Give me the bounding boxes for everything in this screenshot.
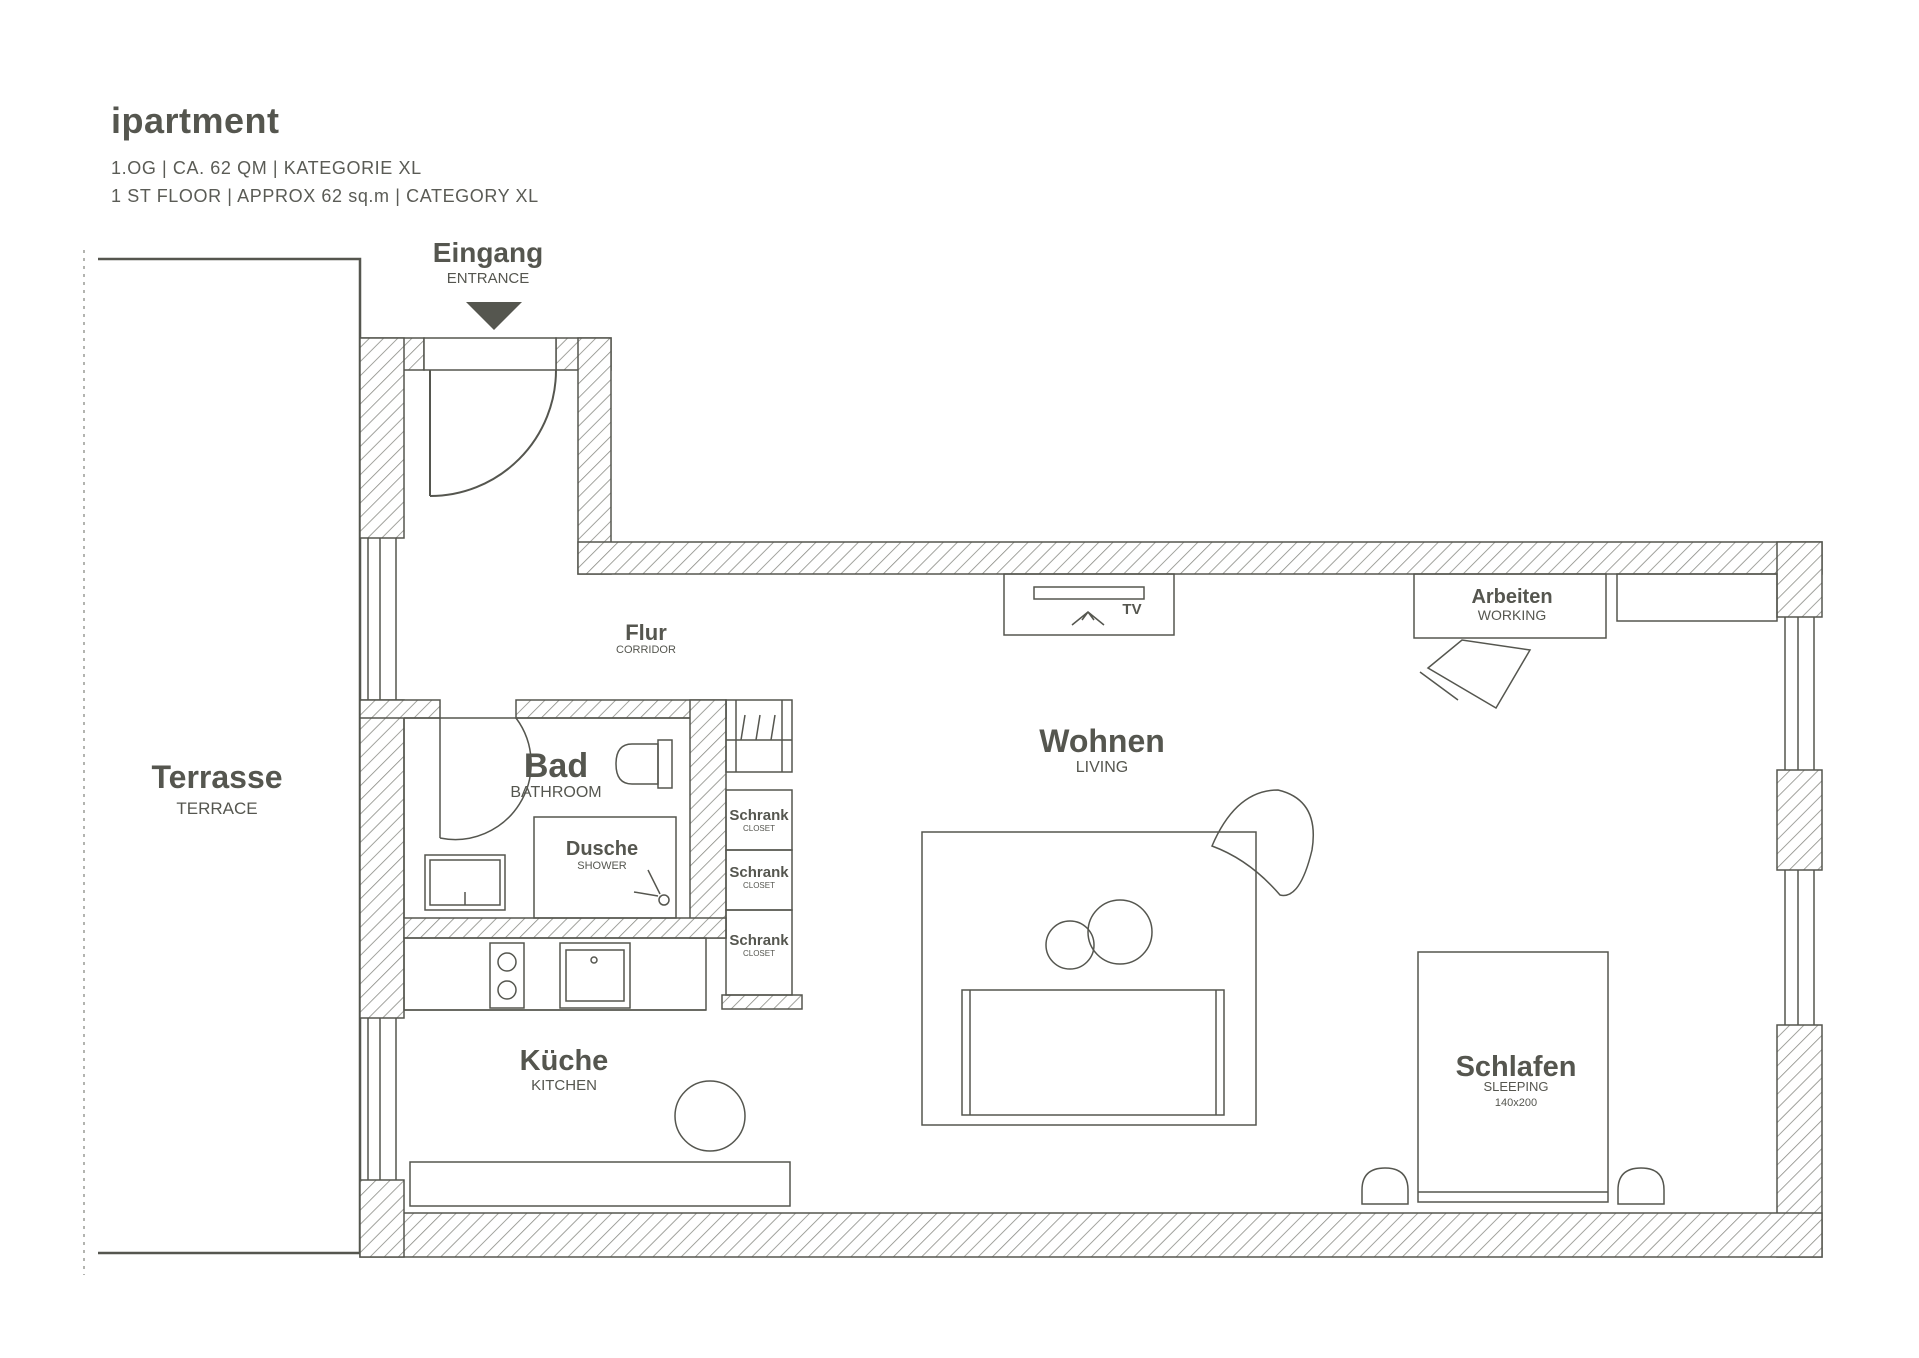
- subtitle-german: 1.OG | CA. 62 QM | KATEGORIE XL: [111, 158, 422, 178]
- bathroom-label: Bad: [524, 747, 588, 785]
- dining-table-icon: [674, 1080, 746, 1152]
- nightstand-left-icon: [1361, 1167, 1409, 1205]
- desk-chair-icon: [1426, 639, 1532, 710]
- closet-1-label-en: CLOSET: [743, 824, 775, 833]
- living-rug: [921, 831, 1257, 1126]
- nightstand-right-icon: [1617, 1167, 1665, 1205]
- kitchen: [403, 937, 791, 1207]
- closet-1-label: Schrank: [729, 807, 789, 824]
- shower-label: Dusche: [566, 838, 638, 860]
- shower-area: [533, 816, 677, 919]
- sofa-icon: [961, 989, 1225, 1116]
- walls: [359, 337, 1823, 1258]
- desk: [1413, 573, 1607, 639]
- tv-icon: [1071, 611, 1105, 626]
- subtitle-english: 1 ST FLOOR | APPROX 62 sq.m | CATEGORY X…: [111, 186, 539, 206]
- closet-3-label: Schrank: [729, 932, 789, 949]
- bathroom: [403, 717, 690, 919]
- corridor-label-en: CORRIDOR: [616, 644, 676, 656]
- stove-icon: [489, 942, 525, 1009]
- armchair-icon: [1210, 789, 1314, 897]
- living-furniture: [921, 573, 1314, 1126]
- closet-2-label-en: CLOSET: [743, 881, 775, 890]
- bathroom-label-en: BATHROOM: [510, 784, 601, 801]
- sleeping-label: Schlafen: [1456, 1051, 1577, 1083]
- terrace-label: Terrasse: [151, 759, 282, 795]
- closets: [725, 699, 793, 996]
- closet-3-label-en: CLOSET: [743, 949, 775, 958]
- toilet-icon: [615, 743, 659, 785]
- working-label-en: WORKING: [1478, 607, 1546, 623]
- tv-label: TV: [1122, 601, 1141, 618]
- entrance-arrow-icon: [466, 302, 522, 330]
- entrance-door: [423, 302, 557, 497]
- kitchen-label-en: KITCHEN: [531, 1077, 597, 1094]
- terrace-label-en: TERRACE: [176, 799, 257, 818]
- shower-label-en: SHOWER: [577, 860, 627, 872]
- page-title: ipartment: [111, 100, 280, 141]
- living-label: Wohnen: [1039, 723, 1165, 759]
- sleeping-label-en: SLEEPING: [1483, 1079, 1548, 1094]
- bathroom-sink-icon: [424, 854, 506, 911]
- kitchen-sink-icon: [559, 942, 631, 1009]
- tv-unit: [1003, 573, 1175, 636]
- kitchen-counter: [409, 1161, 791, 1207]
- working-area: [1413, 573, 1778, 710]
- side-table-icon: [1045, 920, 1095, 970]
- working-label: Arbeiten: [1471, 586, 1552, 608]
- corridor-label: Flur: [625, 620, 667, 645]
- kitchen-label: Küche: [520, 1045, 609, 1077]
- bed-size-label: 140x200: [1495, 1097, 1537, 1109]
- sleeping-area: [1361, 951, 1665, 1205]
- living-label-en: LIVING: [1076, 759, 1128, 776]
- closet-2-label: Schrank: [729, 864, 789, 881]
- entrance-label: Eingang: [433, 237, 543, 268]
- windows: [367, 538, 1815, 1180]
- entrance-label-en: ENTRANCE: [447, 270, 530, 287]
- bed: [1417, 951, 1609, 1203]
